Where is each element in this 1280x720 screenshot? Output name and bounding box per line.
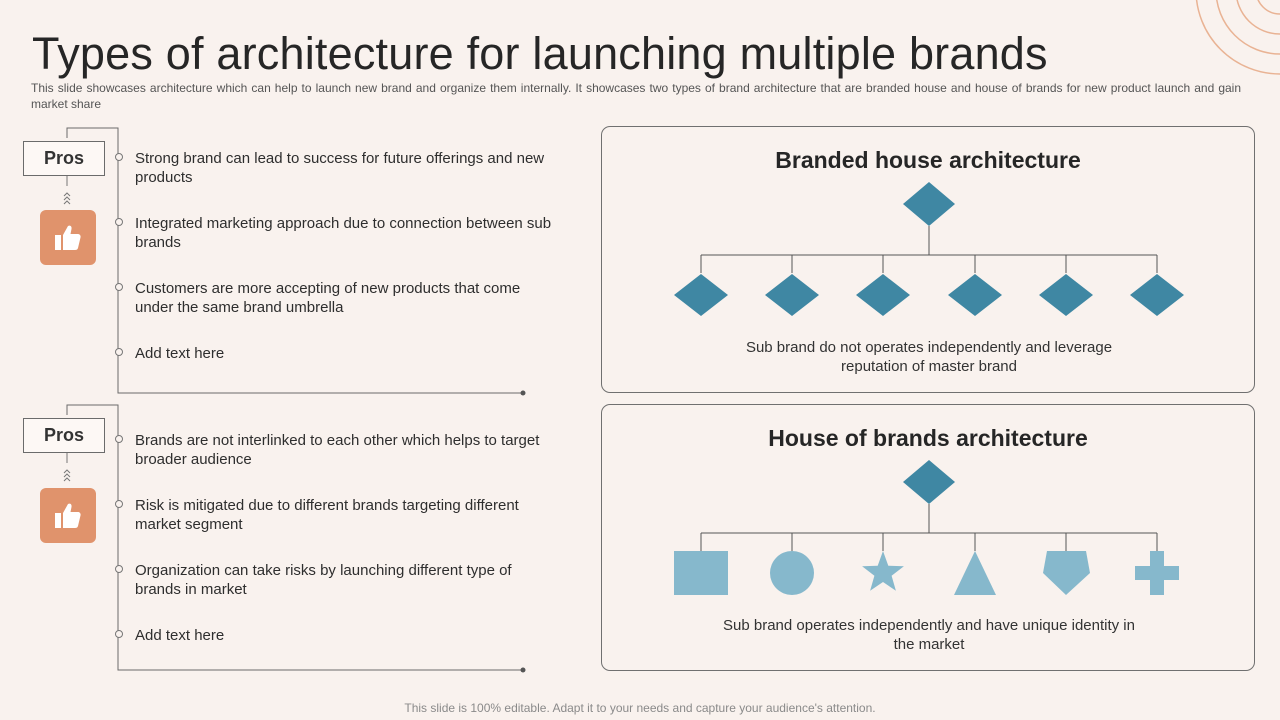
pros-icon-tile	[40, 210, 96, 265]
pros-section-2: Pros Brands are not interlinked to each …	[0, 397, 580, 677]
master-brand-node	[903, 460, 955, 504]
pros-point: Risk is mitigated due to different brand…	[135, 497, 519, 533]
sub-brand-pentagon	[1043, 551, 1090, 595]
decorative-arcs	[1195, 0, 1280, 75]
timeline-connector	[63, 404, 526, 673]
sub-brand-diamond	[674, 274, 728, 316]
pros-point: Organization can take risks by launching…	[135, 562, 512, 598]
pros-point: Add text here	[135, 627, 225, 644]
pros-point: Brands are not interlinked to each other…	[135, 432, 540, 468]
sub-brand-diamond	[856, 274, 910, 316]
sub-brand-diamond	[1130, 274, 1184, 316]
thumbs-up-icon	[55, 503, 81, 528]
thumbs-up-icon	[55, 225, 81, 250]
sub-brand-square	[674, 551, 728, 595]
footer-note: This slide is 100% editable. Adapt it to…	[404, 701, 876, 715]
branded-house-diagram	[674, 182, 1184, 316]
pros-point: Strong brand can lead to success for fut…	[135, 150, 545, 186]
sub-brand-circle	[770, 551, 814, 595]
pros-section-1: Pros Strong brand can lead to success fo…	[0, 120, 580, 400]
timeline-connector	[63, 127, 526, 396]
sub-brand-diamond	[1039, 274, 1093, 316]
sub-brand-triangle	[954, 551, 996, 595]
sub-brand-star	[862, 551, 904, 591]
pros-label: Pros	[23, 141, 105, 176]
pros-point: Customers are more accepting of new prod…	[135, 280, 521, 316]
sub-brand-diamond	[765, 274, 819, 316]
page-subtitle: This slide showcases architecture which …	[31, 81, 1241, 111]
pros-icon-tile	[40, 488, 96, 543]
sub-brand-diamond	[948, 274, 1002, 316]
panel-title: Branded house architecture	[775, 147, 1081, 173]
house-of-brands-diagram	[674, 460, 1179, 595]
sub-brand-cross	[1135, 551, 1179, 595]
master-brand-node	[903, 182, 955, 226]
panel-title: House of brands architecture	[768, 425, 1088, 451]
panel-description: Sub brand do not operates independently …	[745, 339, 1113, 375]
pros-label: Pros	[23, 418, 105, 453]
panel-description: Sub brand operates independently and hav…	[723, 617, 1135, 653]
pros-point: Integrated marketing approach due to con…	[135, 215, 552, 251]
pros-point: Add text here	[135, 345, 225, 362]
page-title: Types of architecture for launching mult…	[32, 28, 1048, 79]
branded-house-panel: Branded house architecture Sub brand do …	[601, 126, 1255, 393]
house-of-brands-panel: House of brands architecture Sub brand o…	[601, 404, 1255, 671]
